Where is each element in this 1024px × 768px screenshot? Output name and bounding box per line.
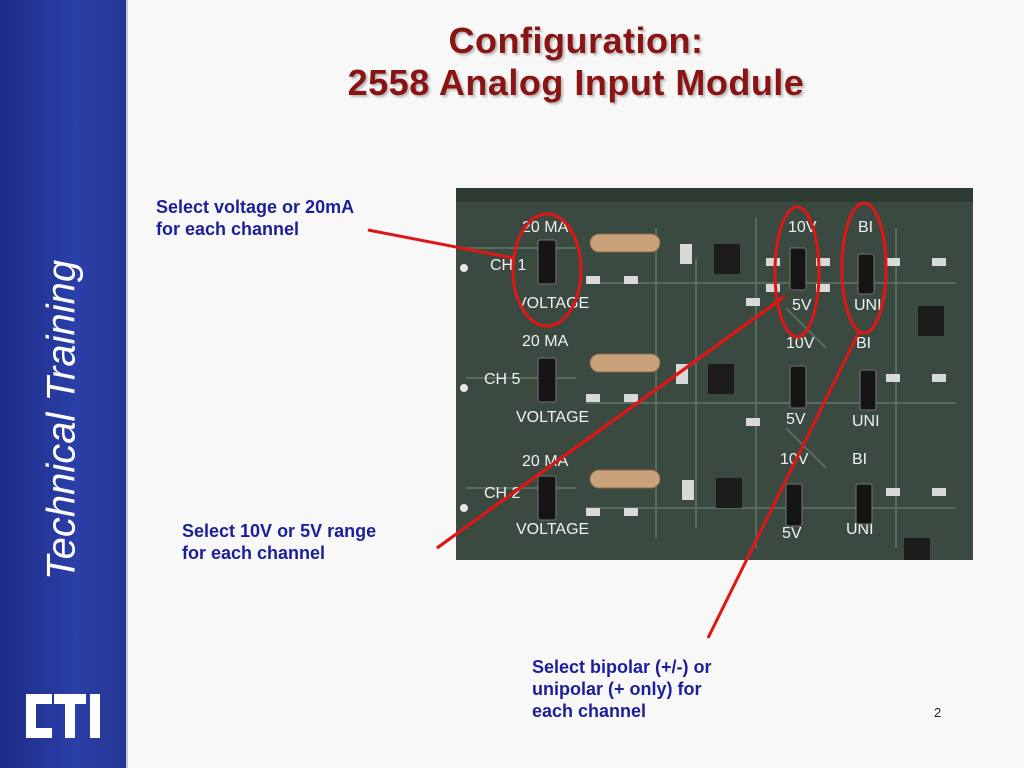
board-label-20ma-3: 20 MA [522, 453, 569, 470]
callout-polarity: Select bipolar (+/-) or unipolar (+ only… [532, 656, 712, 722]
board-label-uni-1: UNI [854, 297, 882, 314]
title-line-2: 2558 Analog Input Module [347, 62, 805, 103]
page-number: 2 [934, 705, 942, 720]
cti-logo [26, 694, 100, 738]
board-label-ch2: CH 2 [484, 485, 521, 502]
board-label-5v-1: 5V [792, 297, 812, 314]
callout-range-line-2: for each channel [182, 543, 326, 563]
circuit-board-photo: 20 MA CH 1 VOLTAGE 20 MA CH 5 VOLTAGE 20… [456, 188, 973, 560]
board-label-10v-3: 10V [780, 451, 809, 468]
callout-range: Select 10V or 5V range for each channel [182, 520, 376, 564]
board-label-5v-3: 5V [782, 525, 802, 542]
board-label-20ma-2: 20 MA [522, 333, 569, 350]
board-label-ch1: CH 1 [490, 257, 527, 274]
sidebar-divider [126, 0, 128, 768]
callout-range-line-1: Select 10V or 5V range [182, 521, 377, 541]
board-label-10v-1: 10V [788, 219, 817, 236]
board-label-uni-2: UNI [852, 413, 880, 430]
title-line-1: Configuration: [448, 20, 704, 61]
callout-polarity-line-2: unipolar (+ only) for [532, 679, 702, 699]
callout-polarity-line-3: each channel [532, 701, 647, 721]
board-label-bi-1: BI [858, 219, 873, 236]
board-label-ch5: CH 5 [484, 371, 521, 388]
sidebar: Technical Training [0, 0, 128, 768]
board-label-voltage-3: VOLTAGE [516, 521, 589, 538]
callout-voltage-current: Select voltage or 20mA for each channel [156, 196, 354, 240]
board-label-bi-3: BI [852, 451, 867, 468]
board-label-voltage-2: VOLTAGE [516, 409, 589, 426]
board-label-5v-2: 5V [786, 411, 806, 428]
board-label-voltage-1: VOLTAGE [516, 295, 589, 312]
slide-title: Configuration: 2558 Analog Input Module [128, 20, 1024, 104]
board-label-10v-2: 10V [786, 335, 815, 352]
board-label-bi-2: BI [856, 335, 871, 352]
callout-polarity-line-1: Select bipolar (+/-) or [532, 657, 712, 677]
sidebar-label: Technical Training [39, 259, 84, 581]
board-label-20ma-1: 20 MA [522, 219, 569, 236]
callout-voltage-current-line-1: Select voltage or 20mA [156, 197, 355, 217]
callout-voltage-current-line-2: for each channel [156, 219, 300, 239]
